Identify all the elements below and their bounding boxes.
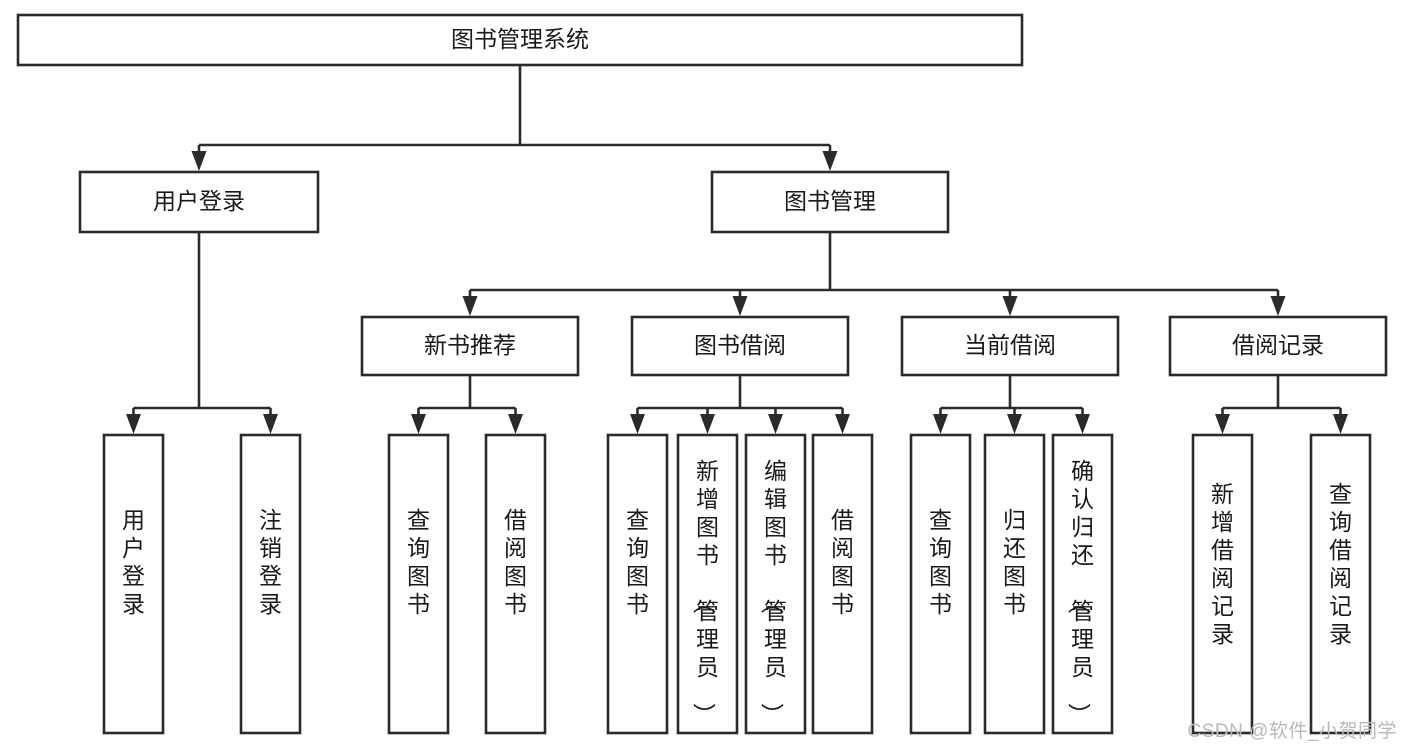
node-new-book-recommend[interactable]: 新书推荐 (360, 315, 580, 377)
arrow-head-icon (1075, 414, 1090, 434)
node-box-leaf-borrow-book-1 (484, 433, 547, 735)
node-leaf-borrow-book-2[interactable]: 借阅图书 (811, 433, 874, 735)
node-box-leaf-query-book-1 (387, 433, 450, 735)
node-leaf-query-book-2[interactable]: 查询图书 (606, 433, 669, 735)
edge-group-book-borrow (630, 375, 850, 434)
node-box-new-book-recommend (360, 315, 580, 377)
node-leaf-borrow-book-1[interactable]: 借阅图书 (484, 433, 547, 735)
arrow-head-icon (1215, 414, 1230, 434)
node-box-leaf-user-login (102, 433, 165, 735)
node-leaf-edit-book[interactable]: 编辑图书（管理员） (744, 433, 807, 735)
node-leaf-query-book-1[interactable]: 查询图书 (387, 433, 450, 735)
node-label-book-borrow: 图书借阅 (694, 332, 786, 358)
node-label-current-borrow: 当前借阅 (964, 332, 1056, 358)
node-label-leaf-add-record: 新增借阅记录 (1211, 481, 1234, 647)
node-leaf-confirm-return[interactable]: 确认归还（管理员） (1051, 433, 1114, 735)
node-user-login[interactable]: 用户登录 (78, 170, 320, 234)
node-box-current-borrow (900, 315, 1120, 377)
arrow-head-icon (630, 414, 645, 434)
node-label-book-manage: 图书管理 (784, 188, 876, 214)
node-leaf-query-record[interactable]: 查询借阅记录 (1309, 433, 1372, 735)
node-leaf-query-book-3[interactable]: 查询图书 (909, 433, 972, 735)
node-box-root (16, 13, 1024, 67)
edge-group-user-login (126, 232, 278, 434)
edge-group-borrow-record (1215, 375, 1348, 434)
arrow-head-icon (508, 414, 523, 434)
node-label-user-login: 用户登录 (153, 188, 245, 214)
node-box-book-borrow (630, 315, 850, 377)
arrow-head-icon (732, 296, 748, 316)
arrow-head-icon (1007, 414, 1022, 434)
node-box-leaf-query-book-3 (909, 433, 972, 735)
arrow-head-icon (191, 151, 207, 171)
node-label-leaf-borrow-book-1: 借阅图书 (504, 507, 527, 617)
node-label-borrow-record: 借阅记录 (1232, 332, 1324, 358)
node-label-leaf-return-book: 归还图书 (1003, 507, 1026, 617)
node-box-leaf-add-book (676, 433, 739, 735)
connector-layer (126, 65, 1348, 434)
node-current-borrow[interactable]: 当前借阅 (900, 315, 1120, 377)
edge-group-root (191, 65, 838, 171)
edge-group-book-manage (462, 232, 1286, 316)
arrow-head-icon (1333, 414, 1348, 434)
node-box-leaf-add-record (1191, 433, 1254, 735)
node-box-leaf-confirm-return (1051, 433, 1114, 735)
node-book-borrow[interactable]: 图书借阅 (630, 315, 850, 377)
arrow-head-icon (933, 414, 948, 434)
node-leaf-add-book[interactable]: 新增图书（管理员） (676, 433, 739, 735)
node-label-root: 图书管理系统 (451, 26, 589, 52)
edge-group-current-borrow (933, 375, 1090, 434)
node-label-leaf-borrow-book-2: 借阅图书 (831, 507, 854, 617)
node-box-book-manage (710, 170, 950, 234)
node-layer: 图书管理系统用户登录图书管理新书推荐图书借阅当前借阅借阅记录用户登录注销登录查询… (16, 13, 1388, 735)
node-box-leaf-query-record (1309, 433, 1372, 735)
arrow-head-icon (263, 414, 278, 434)
node-label-leaf-user-login: 用户登录 (122, 507, 145, 617)
node-leaf-return-book[interactable]: 归还图书 (983, 433, 1046, 735)
node-leaf-add-record[interactable]: 新增借阅记录 (1191, 433, 1254, 735)
node-box-user-login (78, 170, 320, 234)
node-book-manage[interactable]: 图书管理 (710, 170, 950, 234)
node-label-leaf-edit-book: 编辑图书（管理员） (759, 458, 787, 726)
arrow-head-icon (768, 414, 783, 434)
arrow-head-icon (1270, 296, 1286, 316)
node-label-leaf-logout: 注销登录 (259, 507, 282, 617)
node-box-borrow-record (1168, 315, 1388, 377)
node-label-new-book-recommend: 新书推荐 (424, 332, 516, 358)
node-box-leaf-return-book (983, 433, 1046, 735)
arrow-head-icon (822, 151, 838, 171)
node-box-leaf-edit-book (744, 433, 807, 735)
node-leaf-logout[interactable]: 注销登录 (239, 433, 302, 735)
node-root[interactable]: 图书管理系统 (16, 13, 1024, 67)
arrow-head-icon (126, 414, 141, 434)
node-label-leaf-query-book-1: 查询图书 (407, 507, 430, 617)
arrow-head-icon (700, 414, 715, 434)
node-label-leaf-confirm-return: 确认归还（管理员） (1066, 458, 1094, 726)
node-box-leaf-borrow-book-2 (811, 433, 874, 735)
node-box-leaf-query-book-2 (606, 433, 669, 735)
node-leaf-user-login[interactable]: 用户登录 (102, 433, 165, 735)
node-label-leaf-query-book-3: 查询图书 (929, 507, 952, 617)
arrow-head-icon (411, 414, 426, 434)
node-box-leaf-logout (239, 433, 302, 735)
edge-group-new-book-recommend (411, 375, 523, 434)
node-label-leaf-add-book: 新增图书（管理员） (691, 458, 719, 726)
arrow-head-icon (1002, 296, 1018, 316)
node-label-leaf-query-record: 查询借阅记录 (1329, 481, 1352, 647)
node-borrow-record[interactable]: 借阅记录 (1168, 315, 1388, 377)
arrow-head-icon (462, 296, 478, 316)
arrow-head-icon (835, 414, 850, 434)
node-label-leaf-query-book-2: 查询图书 (626, 507, 649, 617)
